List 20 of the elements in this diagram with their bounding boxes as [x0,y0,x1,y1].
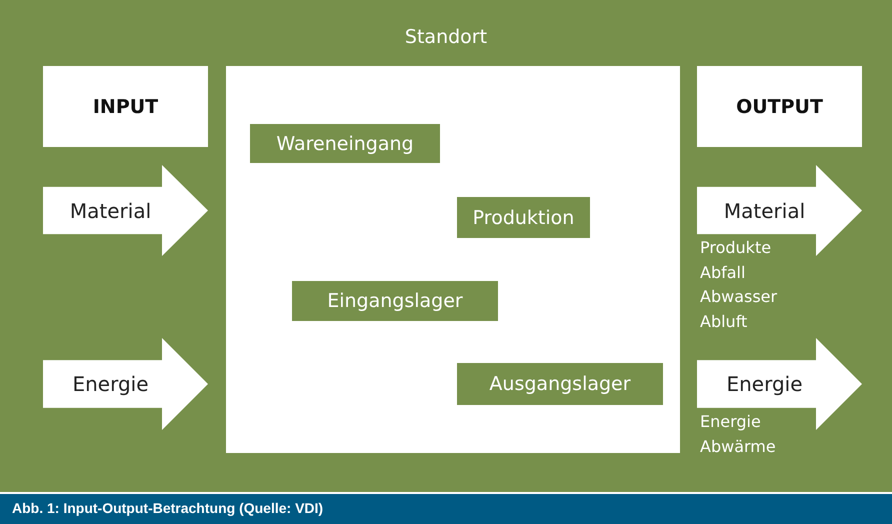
arrow-label: Energie [726,372,803,396]
arrow-label: Material [724,198,806,222]
arrow-label: Energie [72,372,149,396]
output-list-item: Abluft [700,312,748,330]
process-box: Eingangslager [292,281,498,321]
output-list-item: Energie [700,412,761,431]
panel-title: Standort [404,26,488,48]
process-box: Produktion [457,197,590,238]
output-list-item: Abwasser [700,287,778,306]
heading-box: INPUT [43,66,208,147]
site-panel [0,0,892,492]
output-list-item: Abwärme [700,436,776,456]
output-list-item: Abfall [700,262,746,282]
arrow-label: Material [70,198,152,222]
process-box: Ausgangslager [457,363,663,405]
heading-box: OUTPUT [697,66,862,147]
site-area-box [226,66,680,453]
process-box: Wareneingang [250,124,440,163]
output-list-item: Produkte [700,238,772,257]
figure-caption: Abb. 1: Input-Output-Betrachtung (Quelle: VDI) [0,494,892,524]
